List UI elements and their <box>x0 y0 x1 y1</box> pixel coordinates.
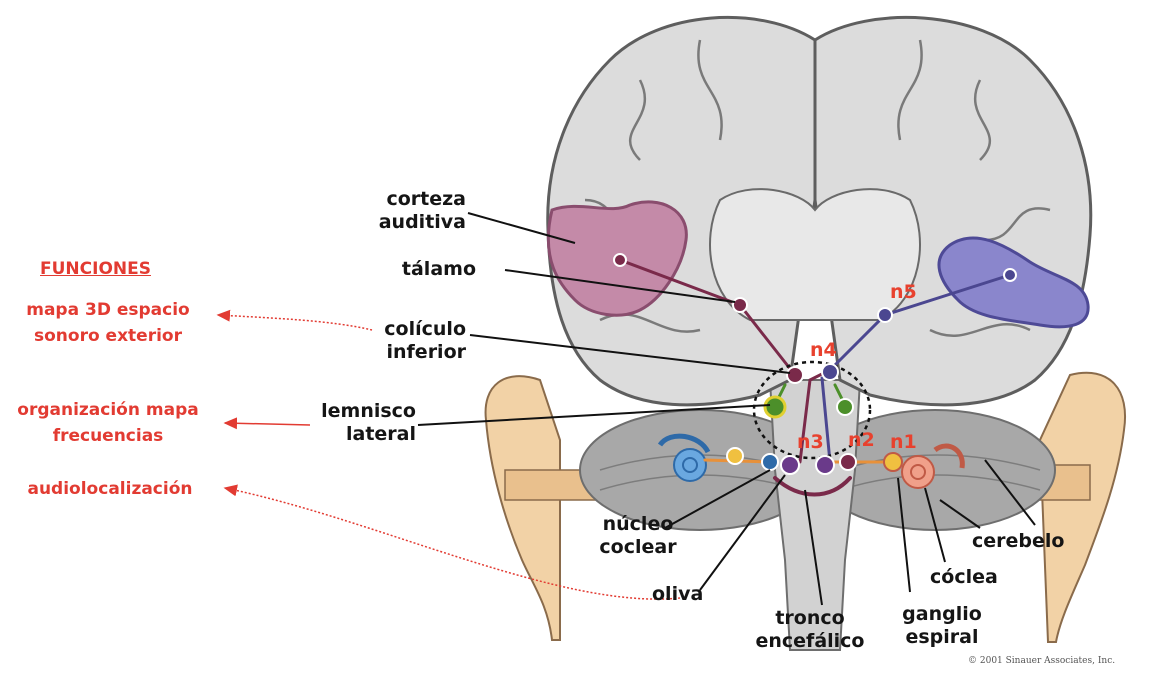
functions-title: FUNCIONES <box>40 256 151 282</box>
label-cochlea: cóclea <box>930 566 998 589</box>
label-brainstem-line1: tronco <box>745 607 875 630</box>
function-3d-sound-map-line2: sonoro exterior <box>18 323 198 349</box>
copyright-notice: © 2001 Sinauer Associates, Inc. <box>968 656 1115 666</box>
neuron-tag-n2: n2 <box>848 430 875 450</box>
label-auditory-cortex-line2: auditiva <box>340 211 466 234</box>
function-frequency-map-line1: organización mapa <box>8 397 208 423</box>
label-spiral-ganglion-line1: ganglio <box>882 603 1002 626</box>
label-spiral-ganglion: ganglio espiral <box>882 603 1002 649</box>
function-3d-sound-map: mapa 3D espacio sonoro exterior <box>18 297 198 349</box>
function-frequency-map-line2: frecuencias <box>8 423 208 449</box>
label-olive: oliva <box>652 583 703 606</box>
label-auditory-cortex-line1: corteza <box>340 188 466 211</box>
label-lateral-lemniscus: lemnisco lateral <box>290 400 416 446</box>
label-inferior-colliculus-line1: colículo <box>340 318 466 341</box>
label-brainstem: tronco encefálico <box>745 607 875 653</box>
label-lateral-lemniscus-line1: lemnisco <box>290 400 416 423</box>
label-lateral-lemniscus-line2: lateral <box>290 423 416 446</box>
neuron-tag-n1: n1 <box>890 432 917 452</box>
neuron-tag-n3: n3 <box>797 432 824 452</box>
label-cochlear-nucleus-line1: núcleo <box>588 513 688 536</box>
label-cochlear-nucleus-line2: coclear <box>588 536 688 559</box>
label-cerebellum: cerebelo <box>972 530 1064 553</box>
label-brainstem-line2: encefálico <box>745 630 875 653</box>
label-inferior-colliculus-line2: inferior <box>340 341 466 364</box>
label-inferior-colliculus: colículo inferior <box>340 318 466 364</box>
label-cochlear-nucleus: núcleo coclear <box>588 513 688 559</box>
function-frequency-map: organización mapa frecuencias <box>8 397 208 449</box>
label-spiral-ganglion-line2: espiral <box>882 626 1002 649</box>
label-auditory-cortex: corteza auditiva <box>340 188 466 234</box>
neuron-tag-n5: n5 <box>890 282 917 302</box>
label-thalamus: tálamo <box>360 258 476 281</box>
function-3d-sound-map-line1: mapa 3D espacio <box>18 297 198 323</box>
neuron-tag-n4: n4 <box>810 340 837 360</box>
function-audiolocalization: audiolocalización <box>20 476 200 502</box>
